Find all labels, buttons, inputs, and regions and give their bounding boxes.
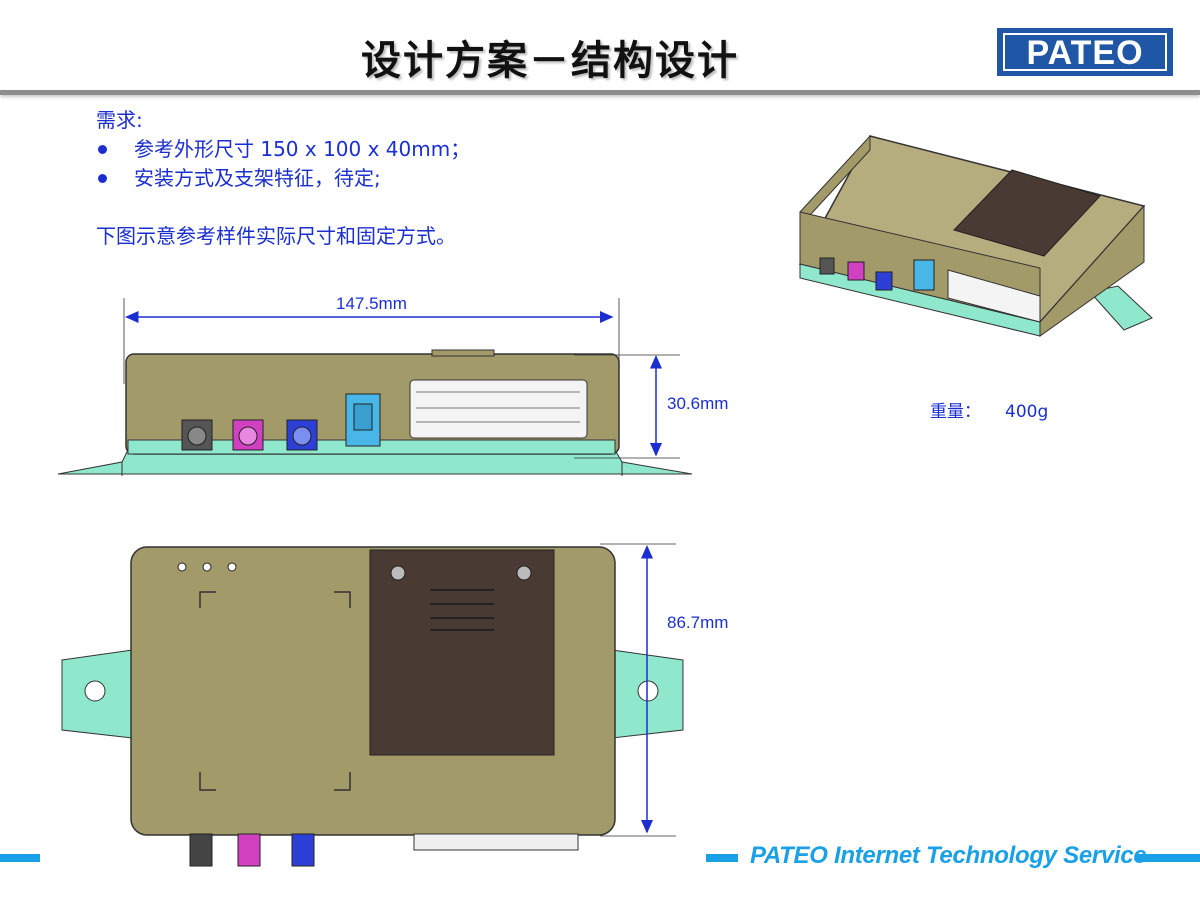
requirement-bullet: 参考外形尺寸 150 x 100 x 40mm； (96, 135, 470, 164)
length-dimension-label: 147.5mm (336, 294, 407, 313)
title-divider (0, 90, 1200, 95)
perspective-view-drawing (798, 134, 1153, 337)
footer-bar-mid (706, 854, 738, 862)
width-dimension-label: 86.7mm (667, 613, 729, 632)
footer-bar-right (1136, 854, 1200, 862)
requirements-heading: 需求: (96, 108, 143, 132)
reference-note: 下图示意参考样件实际尺寸和固定方式。 (96, 224, 456, 248)
weight-info: 重量： 400g (930, 397, 1048, 422)
dimension-lines (123, 298, 680, 837)
footer-bar-left (0, 854, 40, 862)
pateo-logo: PATEO (997, 28, 1173, 76)
top-view-drawing (61, 546, 684, 867)
weight-label: 重量： (930, 402, 981, 422)
height-dimension-label: 30.6mm (667, 394, 729, 413)
weight-value: 400g (1005, 402, 1049, 422)
footer-text: PATEO Internet Technology Service (750, 842, 1147, 869)
requirement-bullet: 安装方式及支架特征，待定; (96, 164, 470, 193)
requirements-block: 需求: 参考外形尺寸 150 x 100 x 40mm； 安装方式及支架特征，待… (96, 106, 470, 251)
side-view-drawing (57, 349, 693, 476)
page-title: 设计方案－结构设计 (361, 38, 739, 84)
